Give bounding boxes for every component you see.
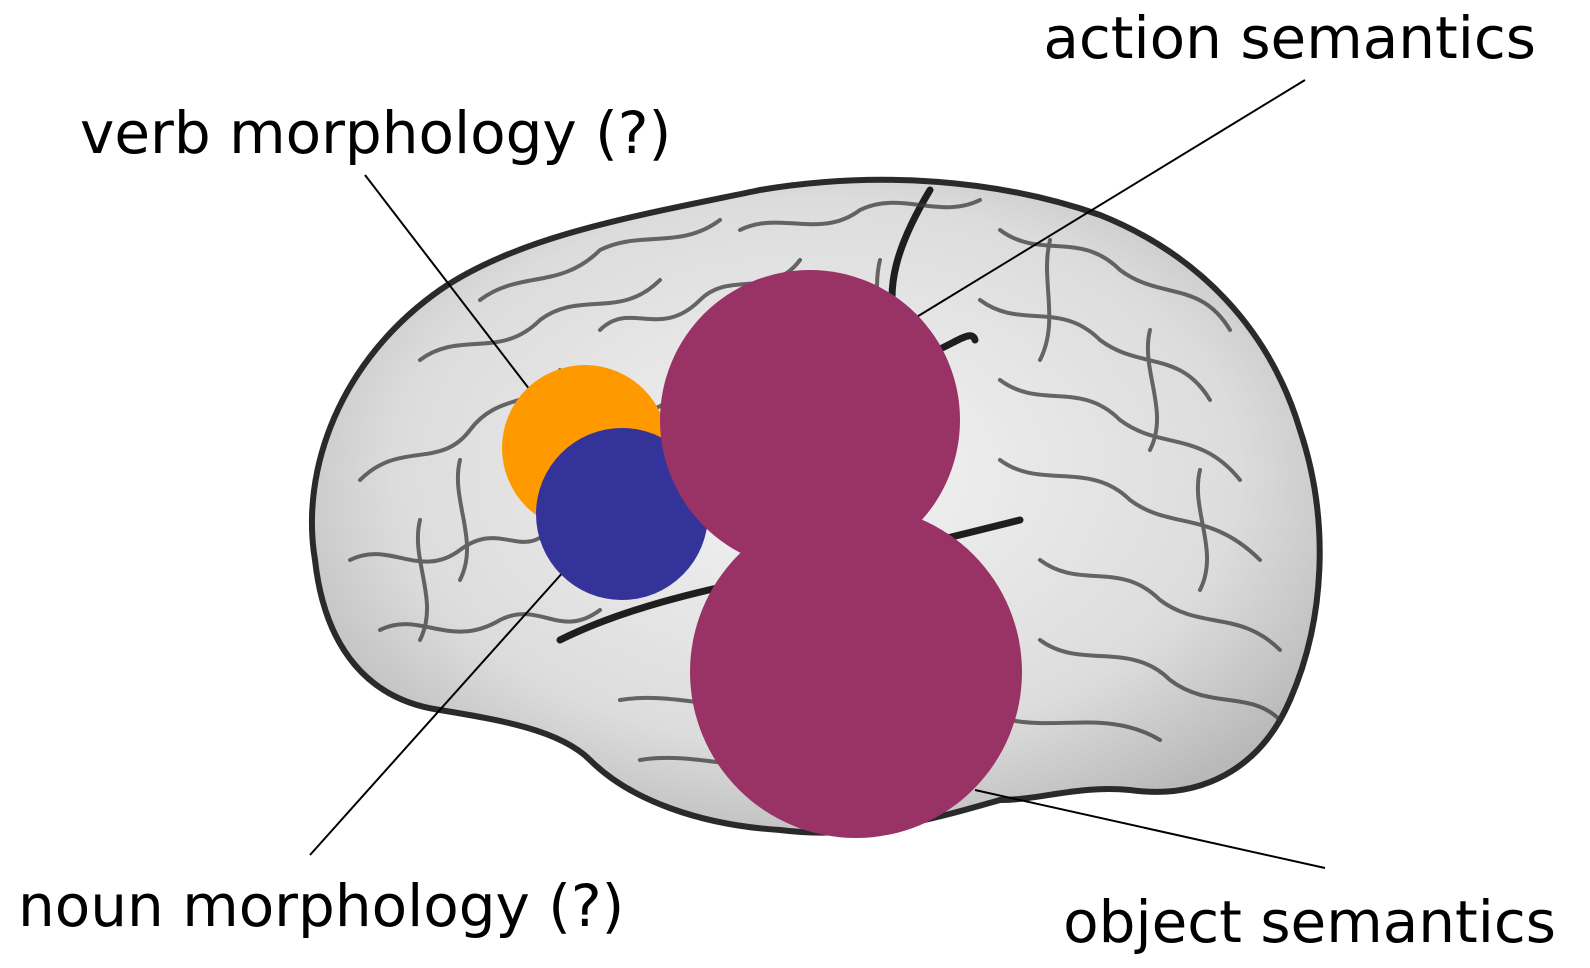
action-semantics-region [660, 270, 960, 570]
leader-line-noun-morphology [309, 569, 566, 856]
leader-line-object-semantics [974, 789, 1326, 869]
action-semantics-label: action semantics [1043, 4, 1536, 72]
leader-lines [309, 79, 1326, 869]
noun-morphology-region [536, 428, 708, 600]
noun-morphology-label: noun morphology (?) [18, 872, 624, 940]
verb-morphology-label: verb morphology (?) [80, 99, 671, 167]
object-semantics-label: object semantics [1063, 888, 1556, 956]
leader-line-verb-morphology [364, 174, 531, 391]
object-semantics-region [690, 506, 1022, 838]
leader-line-action-semantics [914, 79, 1306, 319]
